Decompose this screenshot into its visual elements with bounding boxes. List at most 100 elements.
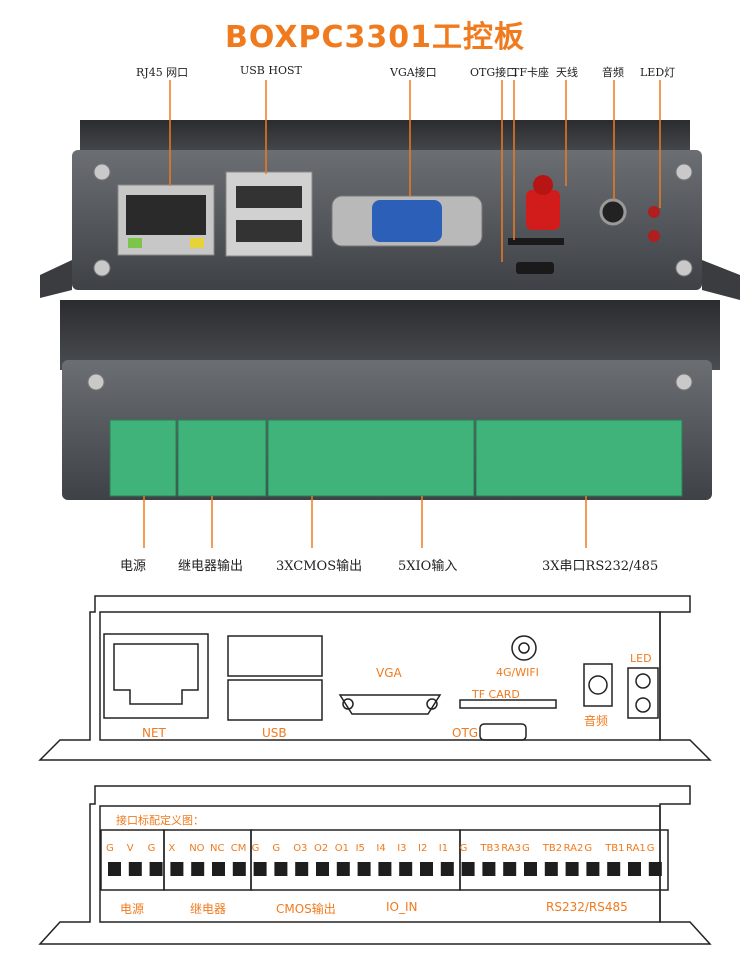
pin-label: I1: [438, 843, 449, 854]
pin-label: G: [522, 843, 530, 854]
pin-label: I5: [355, 843, 365, 854]
rear-group-cmos: CMOS输出: [276, 902, 336, 916]
pin-square: [524, 862, 537, 876]
pin-label: X: [168, 843, 176, 854]
front-otg-port: [479, 723, 527, 741]
label-audio: 音频: [602, 66, 624, 79]
pin-label: I3: [397, 843, 407, 854]
label-antenna: 天线: [556, 66, 578, 79]
pin-square: [565, 862, 579, 876]
pin-label: I4: [376, 843, 386, 854]
front-panel-outline: [38, 595, 712, 761]
pin-square: [586, 862, 600, 876]
label-relay: 继电器输出: [178, 559, 244, 574]
pin-label: G: [646, 843, 655, 854]
label-serial: 3X串口RS232/485: [542, 559, 659, 574]
front-usb-port: [227, 635, 323, 721]
front-label-vga: VGA: [376, 666, 402, 680]
pin-square: [212, 862, 225, 876]
terminal-blocks: [109, 419, 683, 497]
pin-label: G: [459, 843, 468, 854]
leader-lines-top: [169, 80, 661, 262]
pin-label: TB2: [542, 843, 563, 854]
front-net-port: [103, 633, 209, 719]
pin-label: RA2: [563, 843, 584, 854]
antenna: [526, 175, 560, 230]
pin-square: [461, 862, 475, 876]
pin-square: [170, 862, 184, 876]
pin-label: V: [126, 843, 134, 854]
pin-label: NC: [210, 843, 225, 854]
led-1: [648, 206, 660, 218]
pin-square: [336, 862, 350, 876]
otg-port: [516, 262, 554, 274]
pin-square: [108, 862, 121, 876]
pin-square: [482, 862, 496, 876]
pin-square: [149, 862, 163, 876]
label-power: 电源: [120, 559, 147, 574]
pin-label: NO: [189, 843, 205, 854]
pin-square: [274, 862, 288, 876]
pin-label: TB1: [605, 843, 625, 854]
label-xio: 5XIO输入: [398, 559, 458, 574]
pin-square: [544, 862, 558, 876]
pin-label: O3: [293, 843, 308, 854]
pin-square: [607, 862, 621, 876]
pin-square: [420, 862, 433, 876]
pin-label: G: [147, 843, 156, 854]
pin-square: [628, 862, 641, 876]
pin-label: G: [584, 843, 593, 854]
rj45-port: [117, 184, 215, 256]
rear-group-serial: RS232/RS485: [546, 900, 628, 914]
rear-group-relay: 继电器: [190, 902, 227, 916]
pin-label: G: [251, 843, 260, 854]
pin-label: O2: [314, 843, 329, 854]
front-label-tf-card: TF CARD: [472, 688, 520, 701]
pin-square: [440, 862, 454, 876]
pin-square: [357, 862, 371, 876]
pin-label: RA3: [501, 843, 521, 854]
front-led-block: [627, 667, 659, 719]
front-label-otg: OTG: [452, 726, 479, 740]
pin-square: [503, 862, 517, 876]
front-label-wifi: 4G/WIFI: [496, 666, 539, 679]
led-2: [648, 230, 660, 242]
rear-group-power: 电源: [120, 902, 145, 916]
rear-panel-header: 接口标配定义图：: [116, 814, 204, 827]
label-cmos: 3XCMOS输出: [276, 559, 363, 574]
tf-slot: [508, 238, 564, 245]
pin-label: RA1: [626, 843, 646, 854]
rear-pin-squares: [108, 862, 662, 876]
front-label-led: LED: [630, 652, 652, 665]
pin-square: [232, 862, 246, 876]
pin-square: [648, 862, 662, 876]
pin-square: [191, 862, 205, 876]
pin-square: [128, 862, 142, 876]
label-vga: VGA接口: [390, 66, 437, 79]
pin-label: CM: [230, 843, 247, 854]
device-photo: [40, 80, 740, 548]
bottom-unit-fins: [60, 300, 720, 370]
pin-label: TB3: [480, 843, 500, 854]
pin-square: [399, 862, 413, 876]
front-label-audio: 音频: [584, 714, 609, 728]
rear-group-io-in: IO_IN: [386, 900, 418, 914]
usb-host-port: [225, 171, 313, 257]
pin-square: [378, 862, 392, 876]
front-label-usb: USB: [262, 726, 287, 740]
pin-square: [295, 862, 309, 876]
pin-label: G: [106, 843, 114, 854]
label-usb-host: USB HOST: [240, 64, 302, 77]
vga-port: [331, 195, 483, 247]
label-otg: OTG接口: [470, 66, 518, 79]
front-label-net: NET: [142, 726, 166, 740]
front-vga-port: [338, 694, 442, 715]
label-led: LED灯: [640, 66, 676, 79]
rear-panel-outline: [38, 785, 712, 945]
front-antenna-port: [511, 635, 537, 661]
front-audio-port: [583, 663, 613, 707]
front-tf-slot: [459, 699, 557, 709]
pin-label: I2: [418, 843, 428, 854]
pin-square: [316, 862, 329, 876]
label-rj45: RJ45 网口: [136, 66, 189, 79]
